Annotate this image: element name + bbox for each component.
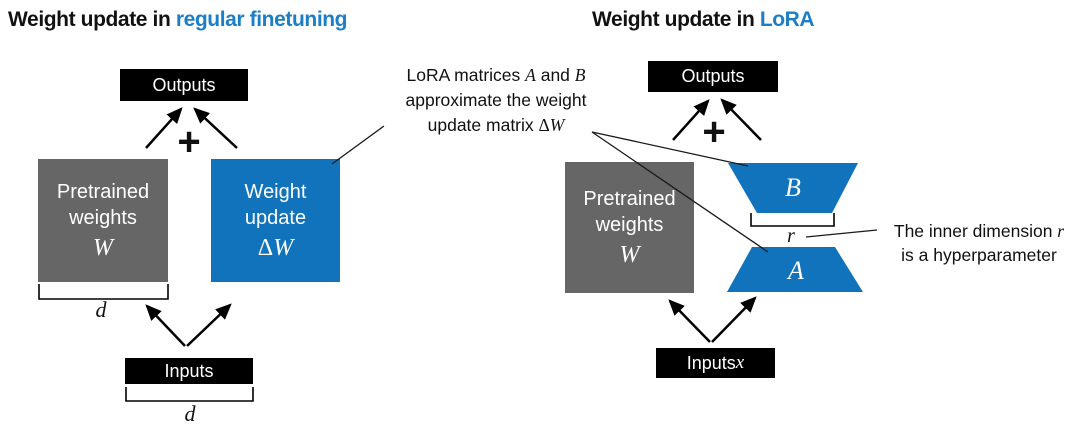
- matrix-b-label: B: [785, 173, 801, 202]
- lora-note-line1: LoRA matrices A and B: [406, 65, 586, 85]
- left-update-symbol: ΔW: [258, 233, 293, 263]
- left-inputs-label: Inputs: [164, 360, 214, 381]
- left-plus-sign: +: [177, 120, 201, 164]
- lora-note-line3: update matrix ΔW: [427, 115, 565, 135]
- inputs-width-bracket: [125, 387, 254, 402]
- lora-note-symbol-w: W: [549, 115, 565, 135]
- rank-note-connector: [805, 229, 878, 238]
- rank-note-symbol-r: r: [1057, 221, 1065, 241]
- right-inputs-box: Inputs x: [656, 348, 775, 378]
- right-pretrained-line2: weights: [595, 213, 664, 236]
- inputs-width-label: d: [184, 401, 196, 426]
- right-outputs-box: Outputs: [648, 61, 778, 92]
- rank-label: r: [787, 225, 795, 247]
- right-panel-title: Weight update in LoRA: [592, 8, 815, 32]
- right-inputs-label: Inputs: [686, 352, 736, 373]
- left-pretrained-box: Pretrained weights W: [38, 159, 168, 282]
- left-pretrained-symbol: W: [93, 234, 113, 261]
- left-arrow-inputs-to-pretrained: [145, 304, 186, 347]
- rank-note-line2: is a hyperparameter: [901, 245, 1057, 265]
- lora-note-line2: approximate the weight: [405, 90, 587, 110]
- right-arrow-inputs-to-a: [711, 296, 757, 343]
- left-outputs-label: Outputs: [152, 74, 216, 95]
- left-update-w: W: [273, 234, 294, 261]
- left-pretrained-line1: Pretrained: [56, 180, 150, 203]
- rank-note-line1: The inner dimension r: [893, 221, 1065, 241]
- left-update-line2: update: [244, 206, 307, 229]
- left-update-delta: Δ: [257, 234, 274, 261]
- right-title-highlight: LoRA: [759, 8, 815, 31]
- right-pretrained-box: Pretrained weights W: [565, 162, 694, 293]
- left-arrow-inputs-to-update: [186, 303, 232, 347]
- rank-note: The inner dimension r is a hyperparamete…: [872, 219, 1074, 267]
- left-outputs-box: Outputs: [120, 69, 248, 101]
- right-title-prefix: Weight update in: [592, 8, 760, 31]
- right-pretrained-symbol: W: [619, 241, 640, 268]
- lora-note: LoRA matrices A and B approximate the we…: [386, 63, 606, 138]
- right-pretrained-line1: Pretrained: [583, 187, 676, 210]
- lora-note-symbol-b: B: [574, 65, 586, 85]
- matrix-a-label: A: [788, 256, 804, 285]
- left-update-line1: Weight: [244, 180, 307, 203]
- lora-note-symbol-a: A: [525, 65, 536, 85]
- left-update-box: Weight update ΔW: [211, 159, 340, 282]
- weights-width-label: d: [95, 297, 107, 322]
- left-panel-title: Weight update in regular finetuning: [8, 8, 348, 32]
- right-inputs-symbol: x: [735, 352, 745, 373]
- right-outputs-label: Outputs: [681, 66, 745, 86]
- left-inputs-box: Inputs: [125, 358, 253, 384]
- right-plus-sign: +: [702, 110, 726, 154]
- left-title-highlight: regular finetuning: [175, 8, 348, 31]
- right-arrow-inputs-to-pretrained: [668, 299, 711, 343]
- left-title-prefix: Weight update in: [8, 8, 176, 31]
- left-pretrained-line2: weights: [69, 206, 137, 229]
